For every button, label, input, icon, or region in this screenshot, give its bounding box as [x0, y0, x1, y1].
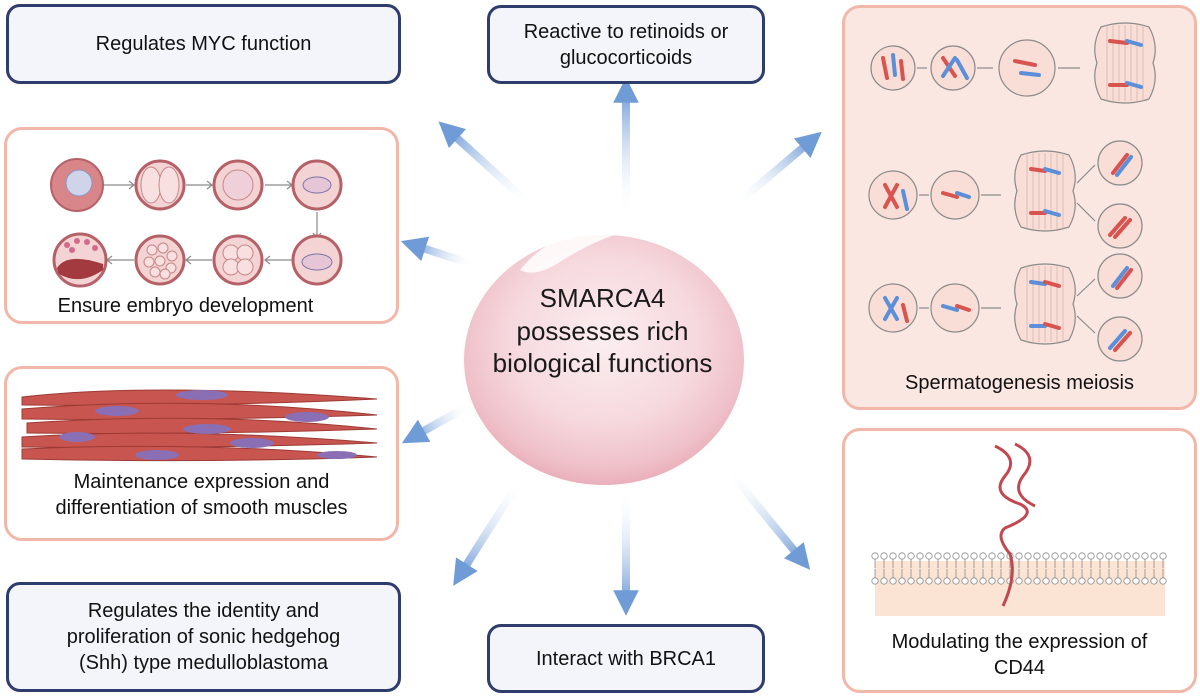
embryo-illustration — [50, 158, 343, 288]
meiosis-caption: Spermatogenesis meiosis — [905, 372, 1134, 394]
shh-line-2: proliferation of sonic hedgehog — [66, 626, 341, 648]
brca1-box: Interact with BRCA1 — [487, 624, 765, 693]
arrow-7 — [732, 131, 822, 209]
retinoids-line-2: glucocorticoids — [559, 46, 693, 69]
cd44-illustration — [871, 442, 1167, 616]
embryo-box: Ensure embryo development — [4, 127, 399, 324]
myc-label: Regulates MYC function — [95, 33, 312, 55]
smooth-caption: Maintenance expression and differentiati… — [7, 469, 396, 521]
cd44-caption: Modulating the expression of CD44 — [845, 629, 1194, 681]
arrow-6 — [724, 467, 811, 570]
myc-box: Regulates MYC function — [6, 4, 401, 84]
sphere-highlight — [520, 226, 640, 273]
retinoids-box: Reactive to retinoids or glucocorticoids — [487, 5, 765, 84]
arrow-2 — [400, 236, 477, 269]
smooth-muscle-box: Maintenance expression and differentiati… — [4, 366, 399, 541]
center-line-3: biological functions — [492, 348, 713, 378]
arrow-1 — [438, 121, 534, 208]
cd44-line-2: CD44 — [993, 657, 1046, 679]
embryo-caption: Ensure embryo development — [57, 295, 314, 317]
center-label: SMARCA4 possesses rich biological functi… — [470, 282, 735, 380]
brca1-label: Interact with BRCA1 — [535, 647, 717, 670]
shh-line-1: Regulates the identity and — [87, 600, 320, 622]
center-line-1: SMARCA4 — [539, 283, 666, 313]
meiosis-illustration — [868, 22, 1156, 362]
shh-line-3: (Shh) type medulloblastoma — [78, 652, 328, 674]
meiosis-box: Spermatogenesis meiosis — [842, 5, 1197, 410]
center-sphere — [464, 235, 744, 485]
retinoids-line-1: Reactive to retinoids or — [523, 20, 729, 43]
center-line-2: possesses rich — [516, 315, 689, 346]
cd44-line-1: Modulating the expression of — [891, 631, 1148, 653]
arrow-3 — [401, 401, 472, 444]
arrow-rays — [400, 77, 822, 616]
cd44-box: Modulating the expression of CD44 — [842, 428, 1197, 693]
smooth-line-1: Maintenance expression and — [73, 471, 330, 493]
shh-box: Regulates the identity and proliferation… — [6, 582, 401, 692]
smooth-muscle-illustration — [21, 389, 378, 462]
arrow-4 — [453, 477, 524, 586]
smooth-line-2: differentiation of smooth muscles — [55, 497, 348, 519]
